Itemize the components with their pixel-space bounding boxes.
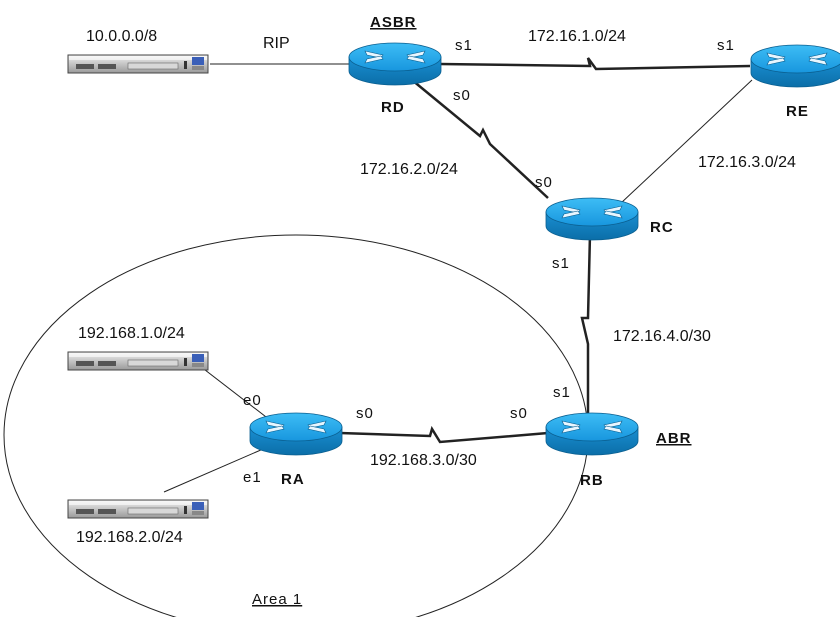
router-rd-icon xyxy=(348,42,442,86)
label-iface-re-s1: s1 xyxy=(717,37,735,54)
label-role-asbr: ASBR xyxy=(370,14,417,31)
links xyxy=(163,57,753,493)
switch-192-168-2-icon xyxy=(67,499,209,519)
label-iface-rc-s1: s1 xyxy=(552,255,570,272)
link-re-rc xyxy=(619,79,753,205)
switch-10-network-icon xyxy=(67,54,209,74)
label-link-re-rc: 172.16.3.0/24 xyxy=(698,154,796,171)
label-router-rc: RC xyxy=(650,219,674,236)
label-link-rd-rc: 172.16.2.0/24 xyxy=(360,161,458,178)
label-router-rb: RB xyxy=(580,472,604,489)
label-net-192-168-2: 192.168.2.0/24 xyxy=(76,529,183,546)
link-ra-rb-serial xyxy=(339,425,549,444)
label-link-rd-re: 172.16.1.0/24 xyxy=(528,28,626,45)
label-iface-ra-s0: s0 xyxy=(356,405,374,422)
label-iface-rc-s0: s0 xyxy=(535,174,553,191)
link-rc-rb-serial xyxy=(580,233,592,424)
label-area-1: Area 1 xyxy=(252,591,302,608)
label-net-10: 10.0.0.0/8 xyxy=(86,28,157,45)
label-link-rc-rb: 172.16.4.0/30 xyxy=(613,328,711,345)
router-rc-icon xyxy=(545,197,639,241)
label-iface-rd-s0: s0 xyxy=(453,87,471,104)
label-iface-rd-s1: s1 xyxy=(455,37,473,54)
label-net-192-168-1: 192.168.1.0/24 xyxy=(78,325,185,342)
router-ra-icon xyxy=(249,412,343,456)
label-iface-rb-s0: s0 xyxy=(510,405,528,422)
router-re-icon xyxy=(750,44,840,88)
label-iface-ra-e0: e0 xyxy=(243,392,262,409)
switch-192-168-1-icon xyxy=(67,351,209,371)
link-ra-e0 xyxy=(195,362,271,421)
label-router-ra: RA xyxy=(281,471,305,488)
link-rd-rc-serial xyxy=(411,79,549,199)
router-rb-icon xyxy=(545,412,639,456)
label-rip: RIP xyxy=(263,35,290,52)
link-rd-re-serial xyxy=(439,57,751,71)
label-iface-ra-e1: e1 xyxy=(243,469,262,486)
label-router-re: RE xyxy=(786,103,809,120)
label-iface-rb-s1: s1 xyxy=(553,384,571,401)
link-ra-e1 xyxy=(163,445,271,493)
label-router-rd: RD xyxy=(381,99,405,116)
label-link-ra-rb: 192.168.3.0/30 xyxy=(370,452,477,469)
label-role-abr: ABR xyxy=(656,430,692,447)
